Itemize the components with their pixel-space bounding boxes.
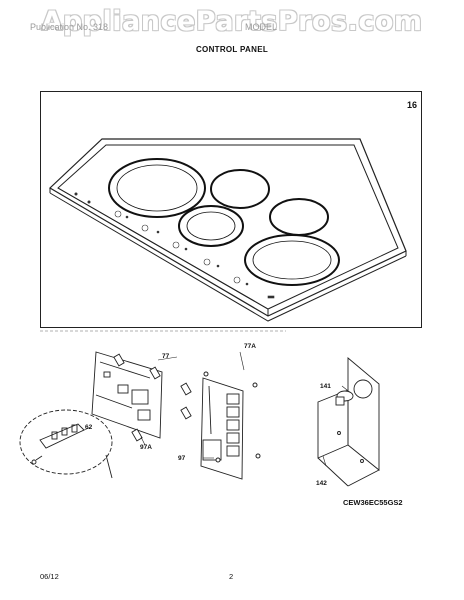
burner-left-rear: [108, 158, 206, 218]
detail-inset: [19, 409, 113, 479]
cooktop-illustration: [49, 138, 407, 322]
burner-right-rear: [269, 198, 329, 236]
callout-62: 62: [85, 424, 93, 431]
callout-97: 97: [178, 455, 186, 462]
burner-right-front: [244, 234, 340, 286]
callout-141: 141: [320, 383, 331, 390]
figure-number: 16: [407, 100, 418, 110]
model-label: MODEL: [245, 22, 278, 32]
publication-label: Publication No. 318: [30, 22, 109, 32]
board-standoffs: [113, 353, 192, 442]
model-code: CEW36EC55GS2: [343, 498, 403, 507]
mounting-bracket: [317, 357, 380, 487]
section-title: CONTROL PANEL: [195, 45, 269, 54]
callout-77: 77: [162, 353, 170, 360]
callout-142: 142: [316, 480, 327, 487]
relay-screws: [203, 371, 261, 463]
burner-center-front: [178, 205, 244, 247]
callout-77a: 77A: [244, 343, 256, 350]
site-watermark: AppliancePartsPros.com: [41, 6, 423, 37]
control-board: [91, 351, 163, 439]
cooktop-frame: [40, 91, 422, 328]
thermostat-part: [335, 390, 354, 406]
burner-center-rear: [210, 169, 270, 209]
footer-page-number: 2: [229, 572, 234, 581]
callout-97a: 97A: [140, 444, 152, 451]
footer-date: 06/12: [40, 572, 59, 581]
relay-board: [200, 377, 244, 480]
touch-controls: [74, 192, 275, 299]
burner-elements: [108, 158, 340, 286]
